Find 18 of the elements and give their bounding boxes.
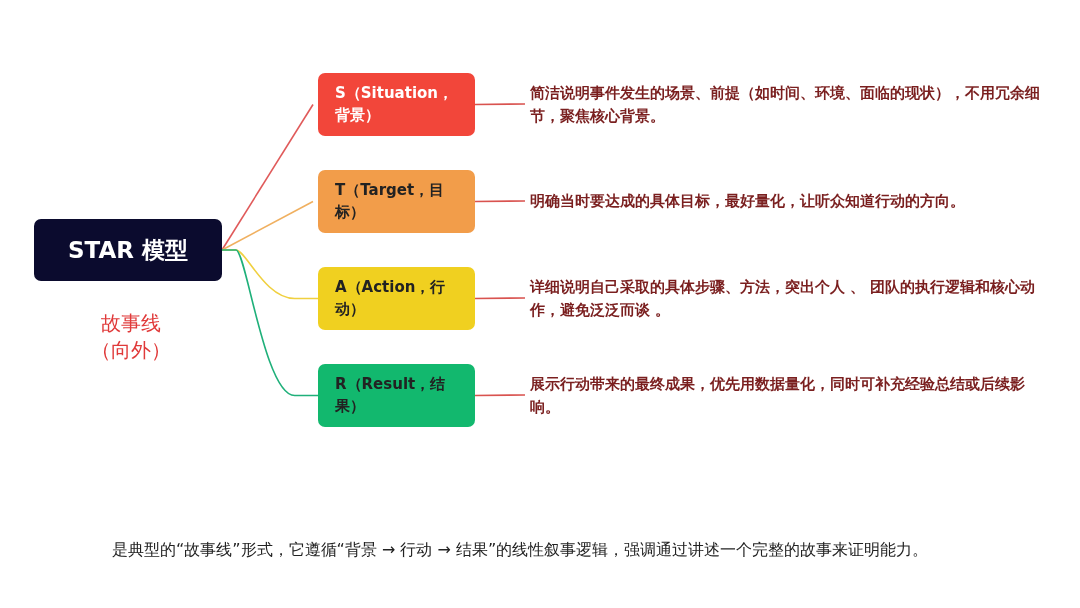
branch-line — [221, 249, 319, 397]
topic-box: A（Action，行动） — [318, 267, 475, 330]
topic-box: T（Target，目标） — [318, 170, 475, 233]
branch-line — [221, 200, 314, 251]
branch-line — [474, 297, 526, 300]
branch-line — [221, 103, 314, 251]
branch-line — [474, 103, 526, 106]
description-text: 明确当时要达成的具体目标，最好量化，让听众知道行动的方向。 — [530, 189, 1045, 213]
caption: 是典型的“故事线”形式，它遵循“背景 → 行动 → 结果”的线性叙事逻辑，强调通过讲述一个完整的故事来证明能力。 — [111, 539, 930, 561]
description-text: 展示行动带来的最终成果，优先用数据量化，同时可补充经验总结或后续影响。 — [530, 372, 1045, 418]
side-note: 故事线（向外） — [90, 310, 172, 364]
branch-line — [474, 394, 526, 397]
topic-box: R（Result，结果） — [318, 364, 475, 427]
branch-line — [474, 200, 526, 203]
topic-box: S（Situation，背景） — [318, 73, 475, 136]
description-text: 详细说明自己采取的具体步骤、方法，突出个人 、 团队的执行逻辑和核心动作，避免泛泛而谈 。 — [530, 275, 1045, 321]
root-topic-box: STAR 模型 — [34, 219, 222, 281]
description-text: 简洁说明事件发生的场景、前提（如时间、环境、面临的现状），不用冗余细节，聚焦核心背景。 — [530, 81, 1045, 127]
